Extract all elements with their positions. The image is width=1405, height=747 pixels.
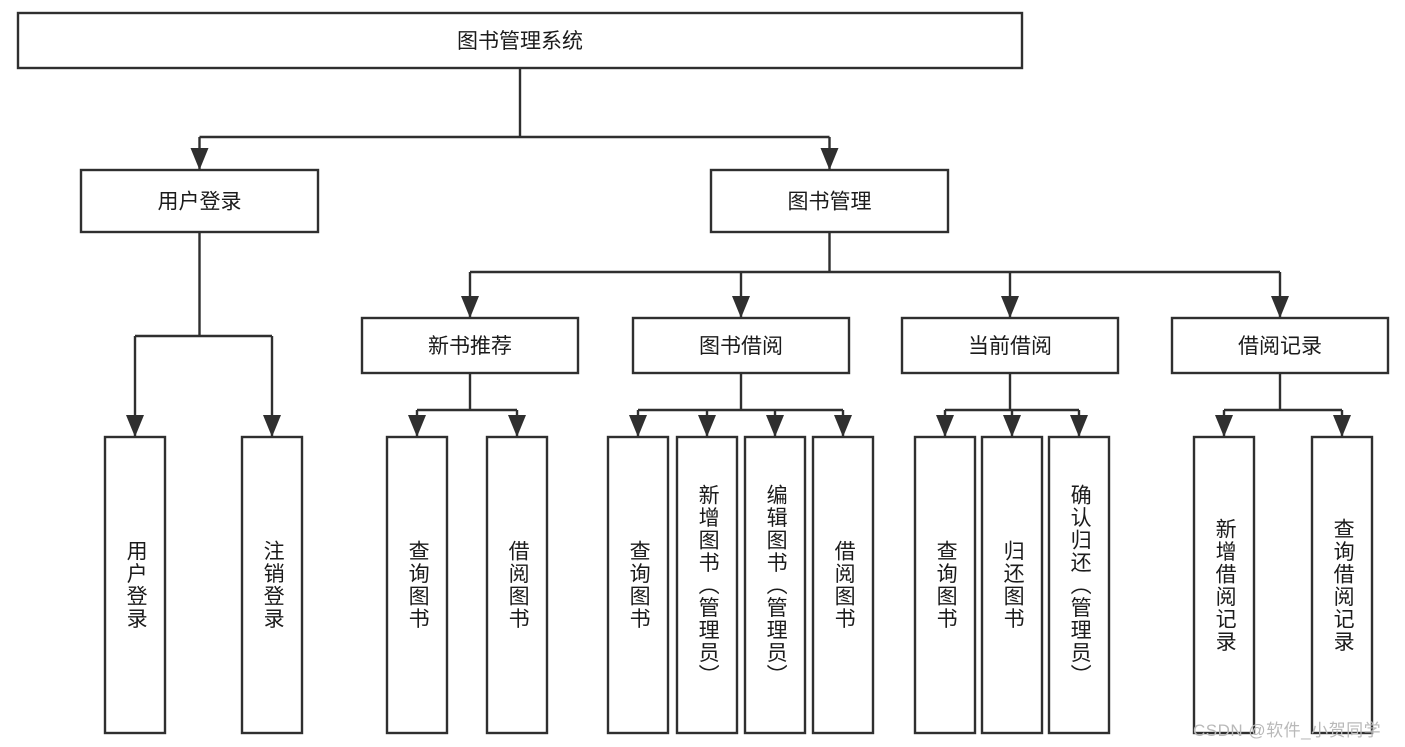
node-leaf-query-record[interactable]	[1310, 435, 1374, 735]
node-leaf-add-book[interactable]	[675, 435, 739, 735]
arrow-head-icon	[1070, 415, 1088, 437]
arrow-head-icon	[1271, 296, 1289, 318]
node-leaf-edit-book[interactable]	[743, 435, 807, 735]
node-leaf-logout[interactable]	[240, 435, 304, 735]
node-leaf-return-book[interactable]	[980, 435, 1044, 735]
node-current-borrow[interactable]	[900, 316, 1120, 375]
arrow-head-icon	[1003, 415, 1021, 437]
node-root-label: 图书管理系统	[457, 30, 583, 53]
arrow-head-icon	[936, 415, 954, 437]
node-leaf-query-book-1[interactable]	[385, 435, 449, 735]
arrow-head-icon	[698, 415, 716, 437]
node-book-borrow[interactable]	[631, 316, 851, 375]
node-root[interactable]	[16, 11, 1024, 70]
node-user-login[interactable]	[79, 168, 320, 234]
arrow-head-icon	[263, 415, 281, 437]
node-new-book-recommend[interactable]	[360, 316, 580, 375]
arrow-head-icon	[834, 415, 852, 437]
node-book-borrow-label: 图书借阅	[699, 335, 783, 358]
node-user-login-label: 用户登录	[158, 191, 242, 214]
node-leaf-borrow-book-1[interactable]	[485, 435, 549, 735]
node-book-manage[interactable]	[709, 168, 950, 234]
connectors-layer	[126, 68, 1351, 437]
node-leaf-query-book-2[interactable]	[606, 435, 670, 735]
csdn-watermark: CSDN @软件_小贺同学	[1193, 721, 1382, 740]
node-borrow-record-label: 借阅记录	[1238, 335, 1322, 358]
node-new-book-recommend-label: 新书推荐	[428, 335, 512, 358]
node-current-borrow-label: 当前借阅	[968, 335, 1052, 358]
node-leaf-confirm-return[interactable]	[1047, 435, 1111, 735]
arrow-head-icon	[461, 296, 479, 318]
arrow-head-icon	[1001, 296, 1019, 318]
arrow-head-icon	[1333, 415, 1351, 437]
arrow-head-icon	[190, 148, 209, 170]
node-borrow-record[interactable]	[1170, 316, 1390, 375]
arrow-head-icon	[820, 148, 839, 170]
boxes-layer	[16, 11, 1390, 735]
node-leaf-add-record[interactable]	[1192, 435, 1256, 735]
arrow-head-icon	[408, 415, 426, 437]
arrow-head-icon	[508, 415, 526, 437]
node-leaf-query-book-3[interactable]	[913, 435, 977, 735]
arrow-head-icon	[766, 415, 784, 437]
arrow-head-icon	[126, 415, 144, 437]
arrow-head-icon	[732, 296, 750, 318]
node-book-manage-label: 图书管理	[788, 191, 872, 214]
arrow-head-icon	[1215, 415, 1233, 437]
node-leaf-borrow-book-2[interactable]	[811, 435, 875, 735]
node-leaf-user-login[interactable]	[103, 435, 167, 735]
arrow-head-icon	[629, 415, 647, 437]
